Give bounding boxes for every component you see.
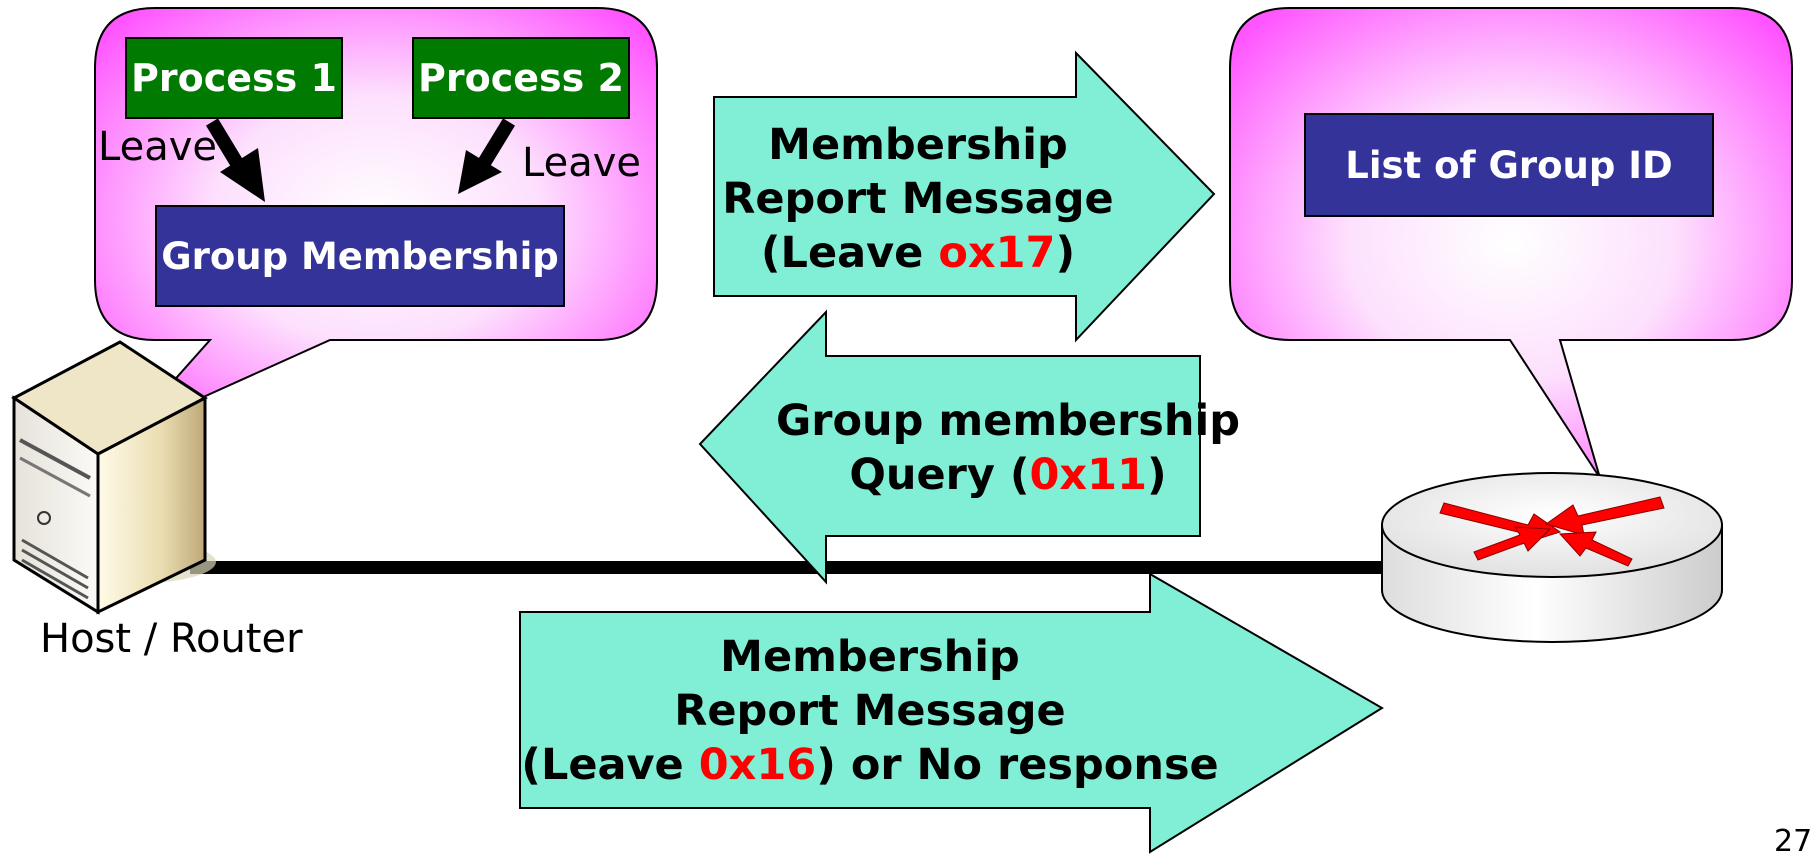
report-leave-prefix: (Leave [760,228,939,278]
query-arrow-left [698,309,1201,585]
leave-arrow-right [458,118,515,194]
process-1-label: Process 1 [131,56,337,100]
report-response-line2: Report Message [674,686,1066,736]
report-response-line3: (Leave 0x16) or No response [520,738,1220,792]
router-icon [1381,472,1723,643]
leave-label-left: Leave [98,124,217,170]
report-leave-arrow-text: Membership Report Message (Leave ox17) [716,118,1120,280]
report-response-arrow-right [519,572,1384,854]
report-response-line1: Membership [720,632,1020,682]
process-2-box [412,37,630,119]
query-suffix: ) [1147,450,1167,500]
host-server-icon [11,340,216,615]
report-response-suffix: ) or No response [816,740,1219,790]
report-response-code: 0x16 [698,740,817,790]
query-line2: Query (0x11) [758,448,1258,502]
query-arrow-text: Group membership Query (0x11) [758,394,1258,502]
report-leave-arrow-right [713,50,1216,343]
network-link [190,561,1390,574]
host-router-label: Host / Router [40,616,303,662]
report-leave-code: ox17 [938,228,1056,278]
report-leave-suffix: ) [1055,228,1076,278]
group-membership-box [155,205,565,307]
query-prefix: Query ( [849,450,1030,500]
leave-label-right: Leave [522,140,641,186]
process-2-label: Process 2 [418,56,624,100]
page-number: 27 [1774,824,1812,859]
report-response-arrow-text: Membership Report Message (Leave 0x16) o… [520,630,1220,792]
query-code: 0x11 [1029,450,1148,500]
group-id-list-box [1304,113,1714,217]
router-callout-bubble [1229,7,1793,479]
group-membership-label: Group Membership [161,234,559,278]
process-1-box [125,37,343,119]
query-line1: Group membership [775,396,1241,446]
leave-arrow-left [206,118,265,202]
report-leave-line3: (Leave ox17) [716,226,1120,280]
report-leave-line2: Report Message [722,174,1114,224]
group-id-list-label: List of Group ID [1345,143,1673,187]
report-response-prefix: (Leave [521,740,699,790]
report-leave-line1: Membership [768,120,1068,170]
